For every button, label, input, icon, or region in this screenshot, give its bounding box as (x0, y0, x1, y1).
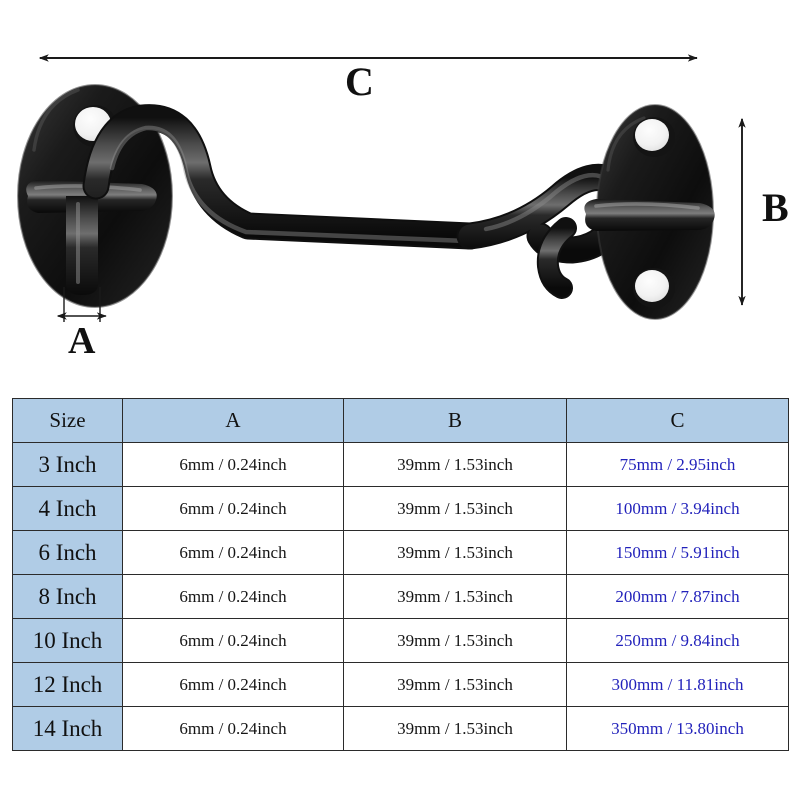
cell-c: 300mm / 11.81inch (566, 662, 789, 707)
cell-b: 39mm / 1.53inch (343, 706, 567, 751)
cell-size: 4 Inch (12, 486, 123, 531)
column-header-b: B (343, 398, 567, 443)
cell-c: 150mm / 5.91inch (566, 530, 789, 575)
cell-c: 75mm / 2.95inch (566, 442, 789, 487)
table-row: 12 Inch 6mm / 0.24inch 39mm / 1.53inch 3… (12, 662, 789, 707)
cell-c: 100mm / 3.94inch (566, 486, 789, 531)
cell-size: 6 Inch (12, 530, 123, 575)
size-chart-table: Size A B C 3 Inch 6mm / 0.24inch 39mm / … (12, 398, 789, 751)
cell-a: 6mm / 0.24inch (122, 618, 344, 663)
dimension-label-b: B (762, 185, 789, 230)
size-chart-container: Size A B C 3 Inch 6mm / 0.24inch 39mm / … (12, 398, 789, 751)
cell-b: 39mm / 1.53inch (343, 618, 567, 663)
cell-a: 6mm / 0.24inch (122, 662, 344, 707)
table-row: 8 Inch 6mm / 0.24inch 39mm / 1.53inch 20… (12, 574, 789, 619)
diagram-svg (17, 54, 746, 322)
cell-size: 10 Inch (12, 618, 123, 663)
cell-b: 39mm / 1.53inch (343, 662, 567, 707)
hook-arm (82, 104, 638, 264)
dimension-label-c: C (345, 59, 374, 104)
column-header-c: C (566, 398, 789, 443)
cell-b: 39mm / 1.53inch (343, 442, 567, 487)
cell-c: 350mm / 13.80inch (566, 706, 789, 751)
table-row: 3 Inch 6mm / 0.24inch 39mm / 1.53inch 75… (12, 442, 789, 487)
cell-a: 6mm / 0.24inch (122, 574, 344, 619)
right-eye-staple (584, 199, 715, 231)
cell-a: 6mm / 0.24inch (122, 442, 344, 487)
cell-a: 6mm / 0.24inch (122, 486, 344, 531)
cell-size: 3 Inch (12, 442, 123, 487)
column-header-a: A (122, 398, 344, 443)
cell-size: 8 Inch (12, 574, 123, 619)
table-header-row: Size A B C (12, 398, 789, 443)
table-body: 3 Inch 6mm / 0.24inch 39mm / 1.53inch 75… (12, 442, 789, 751)
cell-a: 6mm / 0.24inch (122, 530, 344, 575)
column-header-size: Size (12, 398, 123, 443)
cell-b: 39mm / 1.53inch (343, 486, 567, 531)
dimension-label-a: A (68, 320, 96, 362)
cell-c: 200mm / 7.87inch (566, 574, 789, 619)
cell-a: 6mm / 0.24inch (122, 706, 344, 751)
table-row: 6 Inch 6mm / 0.24inch 39mm / 1.53inch 15… (12, 530, 789, 575)
table-row: 10 Inch 6mm / 0.24inch 39mm / 1.53inch 2… (12, 618, 789, 663)
cell-b: 39mm / 1.53inch (343, 574, 567, 619)
right-plate-screw-hole-top (633, 117, 675, 157)
cell-size: 14 Inch (12, 706, 123, 751)
right-plate-screw-hole-bottom (633, 268, 675, 308)
hook-tip (536, 217, 577, 299)
cell-b: 39mm / 1.53inch (343, 530, 567, 575)
dimension-a-arrow (56, 287, 107, 322)
table-header: Size A B C (12, 398, 789, 443)
cell-size: 12 Inch (12, 662, 123, 707)
table-row: 14 Inch 6mm / 0.24inch 39mm / 1.53inch 3… (12, 706, 789, 751)
table-row: 4 Inch 6mm / 0.24inch 39mm / 1.53inch 10… (12, 486, 789, 531)
cell-c: 250mm / 9.84inch (566, 618, 789, 663)
left-rod-pin (66, 196, 98, 295)
right-mounting-plate (584, 104, 715, 320)
product-dimension-diagram: C B A (0, 0, 800, 390)
